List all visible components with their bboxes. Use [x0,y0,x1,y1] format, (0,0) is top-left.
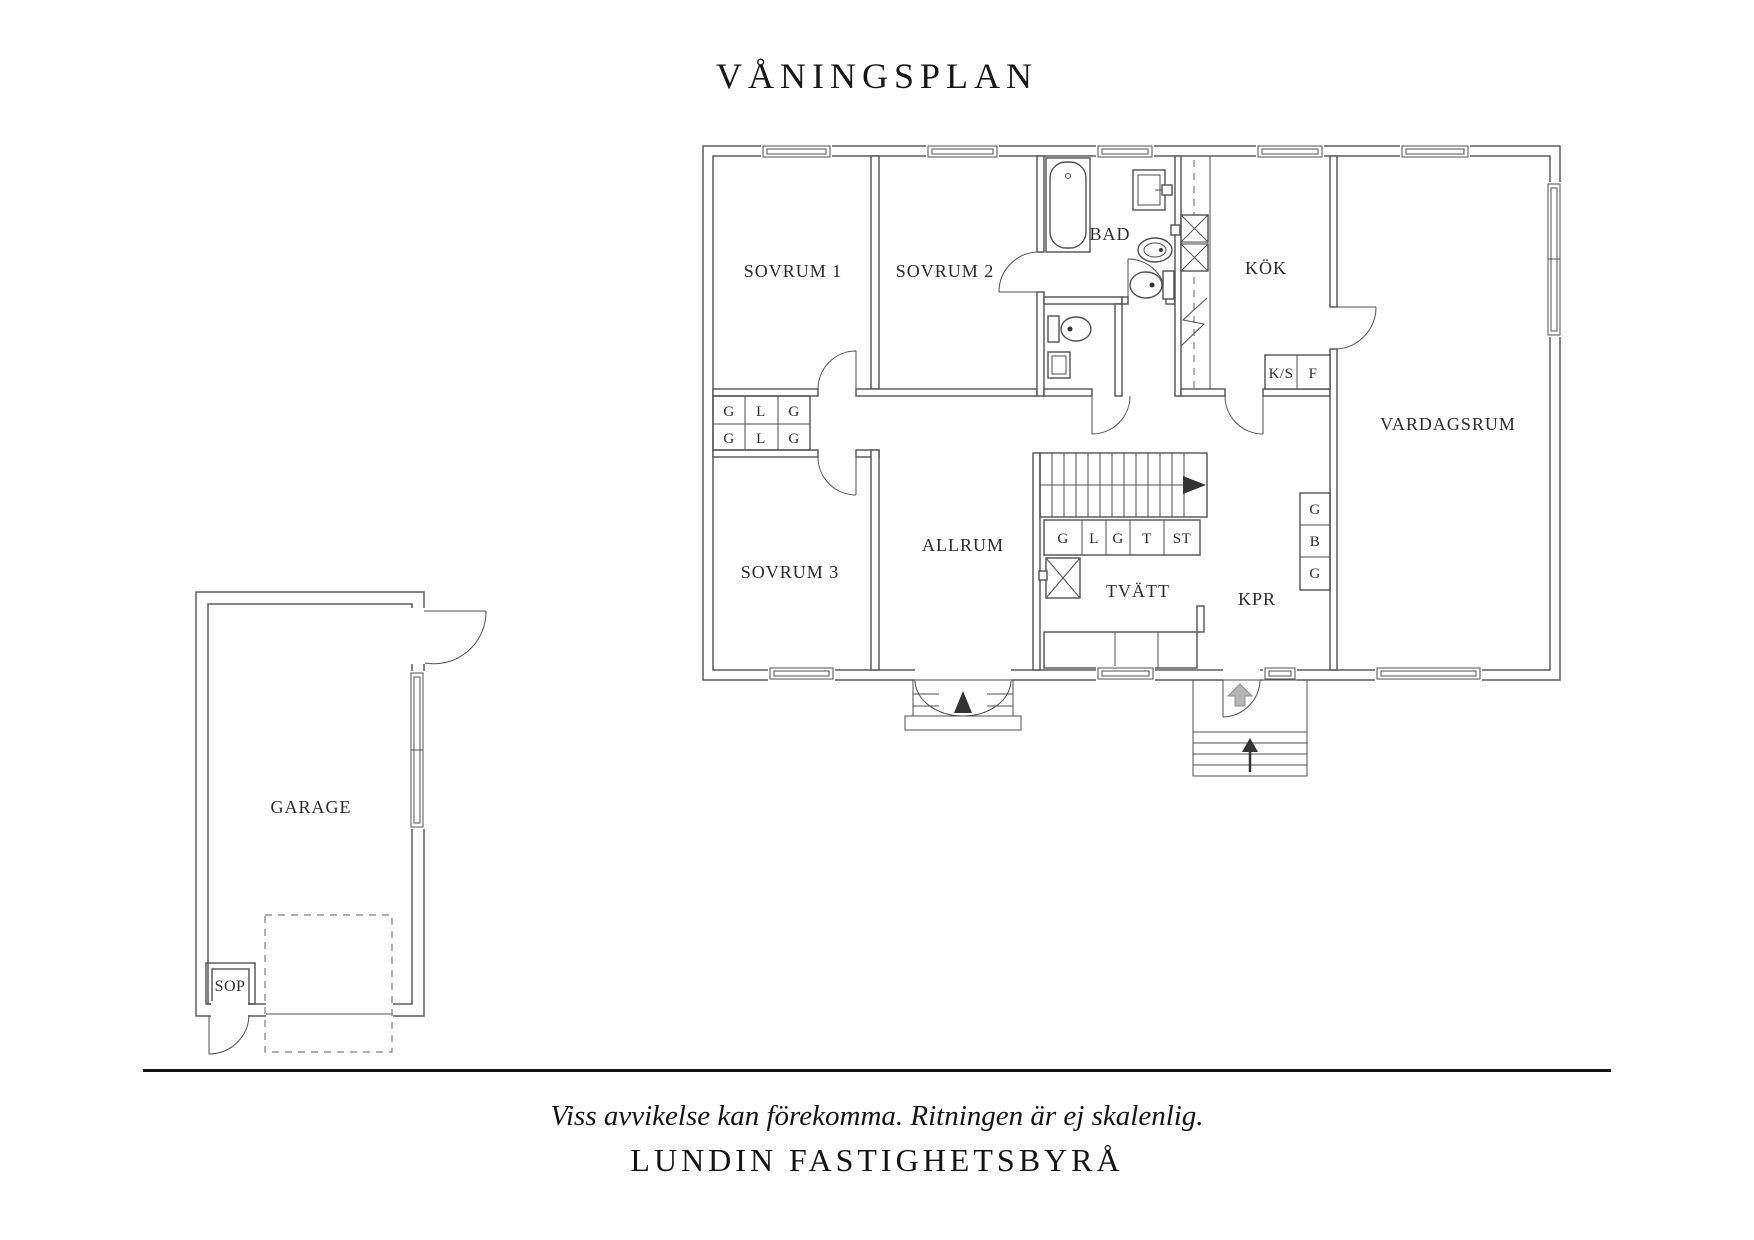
closet-label: G [788,431,799,447]
room-label-kpr: KPR [1238,589,1276,609]
cabinet-label: G [1112,531,1123,547]
faucet-icon [1161,184,1173,196]
interior-doors [817,251,1377,496]
cabinet-label: G [1309,566,1320,582]
door-arc-sop [208,1014,250,1055]
window-icon [1097,667,1154,680]
door-arc-sovrum2 [998,251,1038,293]
room-label-vardagsrum: VARDAGSRUM [1380,414,1516,434]
entrance-arrow-icon [954,691,972,713]
page-title: VÅNINGSPLAN [715,56,1038,96]
faucet-icon [1170,224,1181,236]
side-entrance [1192,666,1308,777]
room-label-kok: KÖK [1245,258,1287,278]
staircase [1039,452,1208,518]
room-label-tvatt: TVÄTT [1106,581,1170,601]
closet-label: G [788,404,799,420]
closet-label: G [723,404,734,420]
faucet-icon [1038,570,1048,581]
cabinet-label: T [1142,531,1152,547]
door-arc-sovrum3 [817,456,857,496]
door-arc-entry-left [914,680,964,717]
room-label-sop: SOP [215,978,246,995]
laundry-cabinet-row: G L G T ST [1043,519,1201,556]
cabinet-label: K/S [1269,366,1294,382]
kpr-cabinet-column: G B G [1299,492,1331,591]
laundry-fixtures [1038,557,1198,669]
garage-side-door [407,608,487,665]
door-arc-kok [1224,395,1264,435]
room-label-sovrum2: SOVRUM 2 [896,261,995,281]
cabinet-label: B [1310,534,1321,550]
interior-walls [712,155,1338,671]
laundry-counter [1043,631,1198,669]
fridge-freezer-units: K/S F [1264,354,1331,390]
side-steps-arrow-icon [1242,738,1258,752]
cabinet-label: F [1309,366,1318,382]
closet-label: L [756,431,766,447]
closet-label: G [723,431,734,447]
window-icon [1401,145,1469,158]
house-floorplan: G L G G L G [702,144,1562,777]
bathroom-fixtures [1045,157,1175,300]
windows-top [761,144,1470,159]
parking-spot-outline [264,914,393,1053]
door-arc-garage [424,610,487,665]
bathtub-icon [1045,157,1091,253]
garage-vehicle-door [264,914,393,1053]
bathtub-drain-icon [1065,173,1071,179]
window-icon [927,145,998,158]
door-arc-sovrum1 [817,350,857,390]
room-label-allrum: ALLRUM [922,535,1004,555]
garage-floorplan: SOP GARAGE [195,591,487,1055]
closet-label: L [756,404,766,420]
sop-room: SOP [205,962,256,1055]
garage-window [407,671,427,829]
footer-brand: LUNDIN FASTIGHETSBYRÅ [630,1142,1124,1178]
window-right-wall [1546,182,1562,337]
window-icon [1257,145,1323,158]
toilet-icon [1162,270,1175,300]
door-arc-side-entry [1222,679,1261,718]
room-label-sovrum3: SOVRUM 3 [741,562,840,582]
side-porch [1192,679,1308,777]
window-icon [1376,667,1481,680]
window-icon [769,667,834,680]
stove-icon [1180,297,1208,347]
stair-direction-arrow-icon [1183,476,1206,494]
side-entrance-arrow-icon [1226,683,1254,707]
cabinet-label: L [1089,531,1099,547]
door-arc-wc [1091,395,1131,435]
room-label-sovrum1: SOVRUM 1 [744,261,843,281]
door-arc-entry-right [962,680,1012,717]
cabinet-label: ST [1173,531,1192,547]
cabinet-label: G [1309,502,1320,518]
kitchen-counter [1170,156,1211,389]
room-label-bad: BAD [1089,224,1130,244]
washbasin-icon [1047,351,1071,379]
window-icon [1264,667,1296,680]
bedroom-closets: G L G G L G [712,395,811,451]
entry-step [904,715,1022,731]
footer-divider [143,1069,1611,1072]
window-icon [762,145,831,158]
wc-fixtures [1047,315,1092,379]
door-arc-vardagsrum [1336,306,1377,350]
main-entrance [904,666,1022,731]
oval-basin-icon [1137,237,1173,263]
room-label-garage: GARAGE [271,797,352,817]
window-icon [1097,145,1153,158]
cabinet-label: G [1057,531,1068,547]
toilet-icon [1047,315,1060,343]
windows-bottom [768,666,1482,681]
footer-disclaimer: Viss avvikelse kan förekomma. Ritningen … [550,1100,1204,1132]
